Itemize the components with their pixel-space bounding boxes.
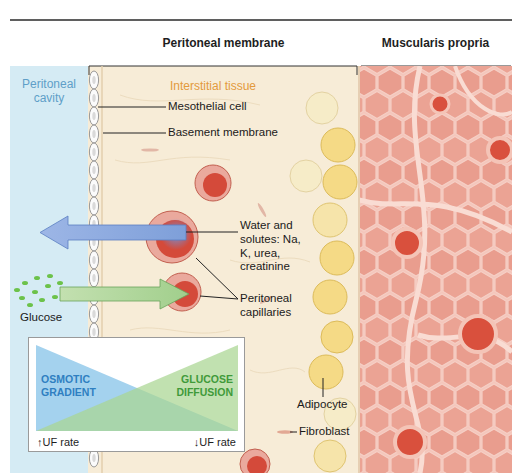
callout-label: Glucose [20,311,80,325]
callout-label: Basement membrane [168,126,298,140]
callout-label: Water and solutes: Na, K, urea, creatini… [240,219,306,274]
bracket-heading: Peritoneal membrane [88,36,359,50]
axis-label: ↑UF rate [37,436,127,449]
callout-label: Adipocyte [297,398,367,412]
gradient-label: OSMOTIC GRADIENT [41,373,105,398]
bracket-heading: Muscularis propria [359,36,512,50]
triangle-fill [36,345,238,431]
region-label: Peritoneal cavity [14,77,84,106]
gradient-label: GLUCOSE DIFFUSION [169,373,233,398]
muscle-region: Muscularis propria [359,66,512,473]
triangle-fill [36,345,238,431]
callout-label: Mesothelial cell [168,100,288,114]
callout-label: Peritoneal capillaries [240,292,310,320]
inset-box: ↑UF rate ↓UF rate OSMOTIC GRADIENT GLUCOSE … [28,337,245,452]
callout-label: Fibroblast [299,425,369,439]
region-label: Interstitial tissue [170,79,300,93]
axis-label: ↓UF rate [146,436,236,449]
